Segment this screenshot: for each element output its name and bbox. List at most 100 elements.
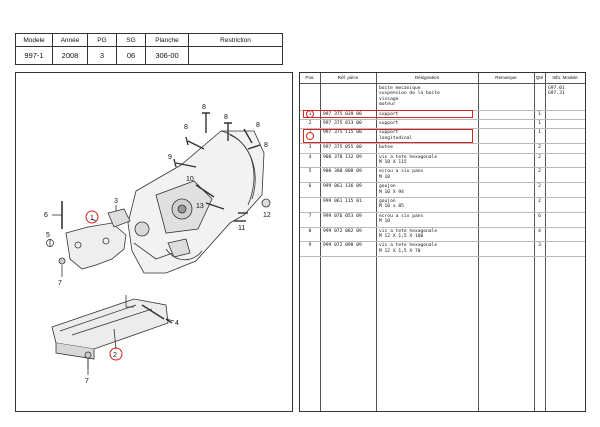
cell-ref: 900 378 132 09: [323, 154, 362, 160]
label-8b: 8: [224, 114, 228, 121]
diagram-drawing: 8 8 8 8 8 9 10 13 11 12 6 1 3 4 5 7 7 2: [44, 104, 271, 385]
cell-pos: 9: [308, 243, 312, 249]
intro-info: G97.01: [548, 86, 565, 91]
cell-designation: support: [379, 111, 399, 117]
cell-ref: 999 061 136 09: [323, 184, 362, 190]
cell-ref: 997 375 813 00: [323, 121, 362, 126]
support-bracket: [65, 222, 127, 270]
col-restriction: Restriction: [188, 33, 283, 47]
highlight-circle-1: [85, 210, 99, 224]
cell-designation: M 10 X 115: [379, 159, 407, 165]
parts-list-table: Pos. Réf. pièce Désignation Remarque Qté…: [299, 72, 586, 412]
cell-pos: 4: [308, 154, 312, 160]
label-9: 9: [168, 154, 172, 161]
val-planche: 306-00: [145, 46, 189, 65]
cell-qty: 6: [538, 213, 541, 219]
th-qty: Qté: [535, 75, 544, 80]
val-annee: 2008: [52, 46, 88, 65]
cell-designation: support: [379, 121, 399, 126]
val-modele: 997-1: [15, 46, 53, 65]
label-7a: 7: [58, 280, 62, 287]
cell-designation: goujon: [379, 199, 396, 204]
intro-line: suspension de la boite: [379, 91, 440, 97]
row-separator: [300, 182, 585, 184]
col-annee: Année: [52, 33, 88, 47]
col-sg: SG: [116, 33, 146, 47]
cell-designation: ecrou a six pans: [379, 213, 424, 219]
cell-ref: 999 076 053 09: [323, 213, 362, 219]
label-8d: 8: [184, 124, 188, 131]
longitudinal-support: [51, 298, 169, 350]
th-ref: Réf. pièce: [337, 75, 359, 80]
row-separator: [300, 211, 585, 213]
label-6: 6: [44, 212, 48, 219]
row-separator: [300, 152, 585, 154]
row-separator: [300, 143, 585, 145]
cell-qty: 2: [538, 154, 541, 160]
col-planche: Planche: [145, 33, 189, 47]
cell-designation: butee: [379, 145, 393, 151]
cell-designation: support: [379, 130, 399, 136]
cell-designation: M 12 X 1,5 X 70: [379, 248, 421, 254]
label-12: 12: [263, 212, 271, 219]
cell-designation: M 10: [379, 219, 391, 225]
cell-designation: ecrou a six pans: [379, 169, 424, 175]
cell-designation: goujon: [379, 184, 396, 190]
cell-designation: M 10: [379, 174, 391, 180]
cell-designation: vis a tete hexagonale: [379, 228, 438, 234]
cell-ref: 900 380 008 09: [323, 169, 362, 175]
exploded-parts-diagram: 8 8 8 8 8 9 10 13 11 12 6 1 3 4 5 7 7 2: [15, 72, 293, 412]
cell-pos: 3: [308, 145, 312, 151]
cell-pos: 5: [308, 169, 312, 175]
val-sg: 06: [116, 46, 146, 65]
row-separator: [300, 167, 585, 169]
highlight-box: [303, 128, 473, 143]
label-8a: 8: [202, 104, 206, 111]
highlight-circle: [306, 131, 314, 140]
cell-qty: 2: [538, 199, 541, 204]
label-10: 10: [186, 176, 194, 183]
highlight-circle-2: [109, 347, 123, 361]
intro-line: boite mecanique: [379, 86, 421, 91]
th-remarque: Remarque: [495, 75, 517, 80]
cell-ref: 997 375 039 00: [323, 111, 362, 117]
label-1: 1: [90, 215, 94, 222]
col-modele: Modele: [15, 33, 53, 47]
highlight-circle: [306, 110, 314, 119]
cell-qty: 1: [538, 111, 541, 117]
cell-qty: 1: [538, 121, 541, 126]
val-pg: 3: [87, 46, 117, 65]
cell-qty: 2: [538, 169, 541, 175]
label-8c: 8: [256, 122, 260, 129]
cell-qty: 3: [538, 243, 541, 249]
cell-qty: 2: [538, 184, 541, 190]
cell-pos: 7: [308, 213, 312, 219]
label-2: 2: [113, 352, 117, 359]
label-11: 11: [238, 225, 245, 232]
cell-ref: 997 375 055 00: [323, 145, 362, 151]
cell-ref: 999 072 082 09: [323, 228, 362, 234]
cell-qty: 1: [538, 130, 541, 136]
highlight-box: [303, 110, 473, 119]
th-pos: Pos.: [305, 75, 315, 80]
label-7b: 7: [85, 378, 89, 385]
cell-qty: 2: [538, 145, 541, 151]
model-info-table: Modele Année PG SG Planche Restriction 9…: [15, 33, 283, 65]
label-8e: 8: [264, 142, 268, 149]
cell-ref: 999 072 090 09: [323, 243, 362, 249]
cell-designation: vis a tete hexagonale: [379, 243, 438, 249]
row-separator: [300, 197, 585, 198]
cell-designation: longitudinal: [379, 135, 413, 141]
row-separator: [300, 241, 585, 243]
table-row: 3 997 375 055 00 butee 2: [300, 145, 585, 150]
cell-designation: M 12 X 1,5 X 100: [379, 233, 424, 239]
intro-line: vissage: [379, 96, 399, 102]
label-5: 5: [46, 232, 50, 239]
label-3: 3: [114, 198, 118, 205]
cell-pos: 2: [308, 121, 312, 126]
row-separator: [300, 119, 585, 120]
